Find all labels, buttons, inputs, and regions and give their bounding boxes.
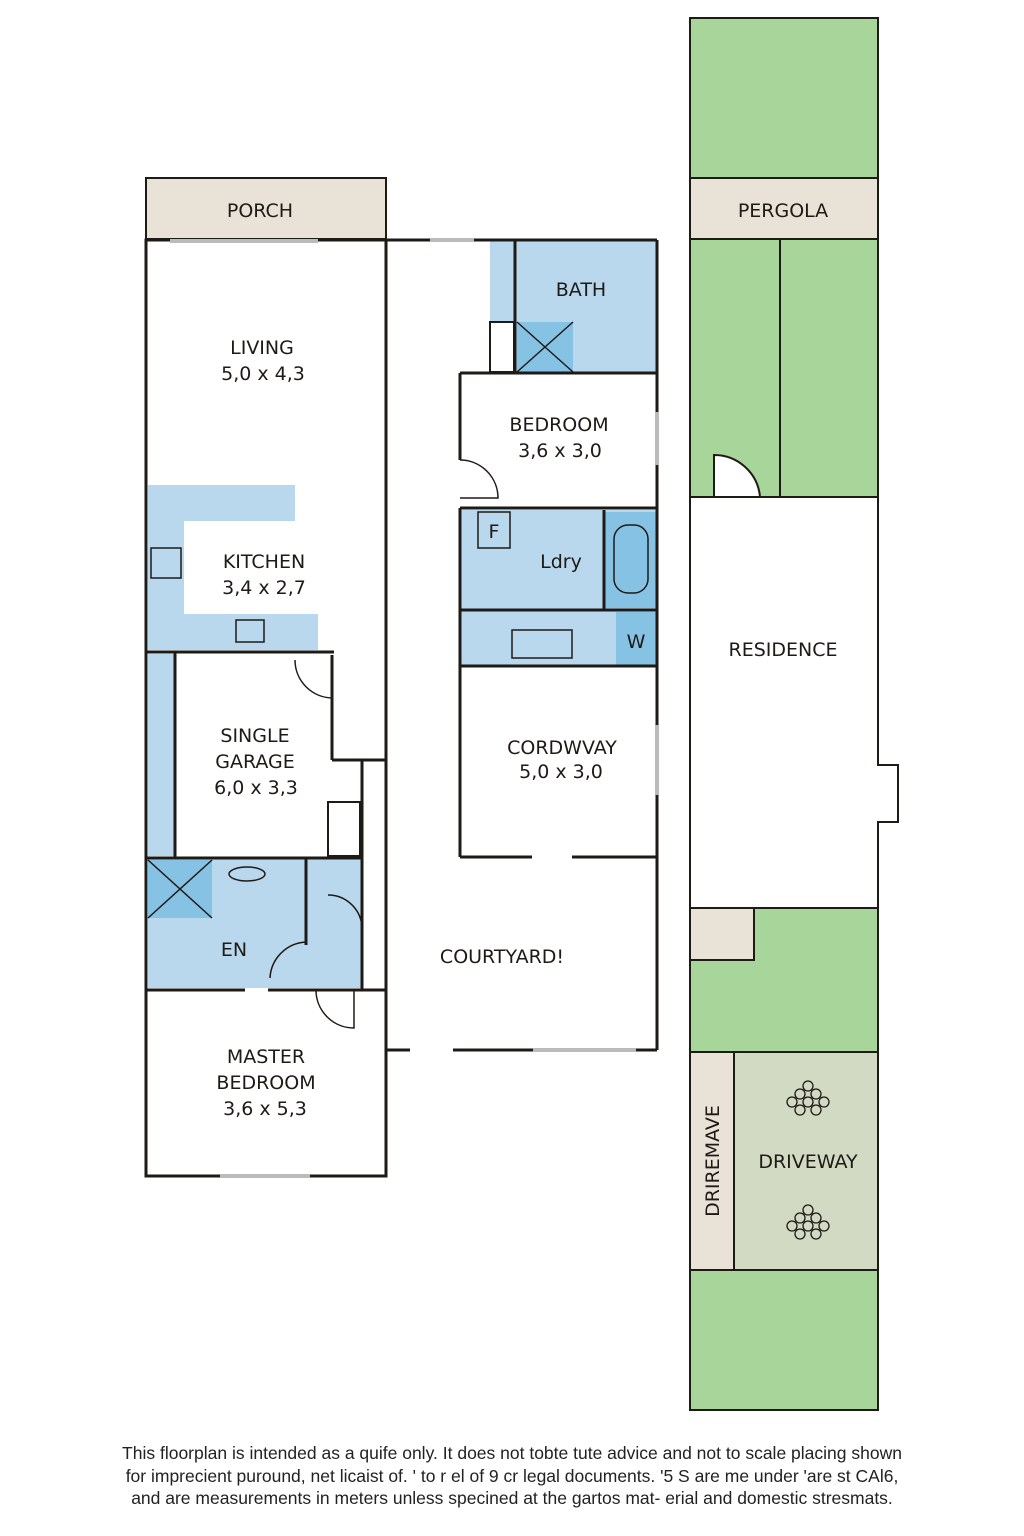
bath-label: BATH [556, 279, 606, 301]
disclaimer-line: and are measurements in meters unless sp… [131, 1488, 893, 1508]
walls [144, 238, 659, 1178]
cooktop [150, 547, 182, 579]
cordway-label: CORDWVAY [507, 737, 617, 759]
master-label-1: MASTER [227, 1046, 305, 1068]
garage-size: 6,0 x 3,3 [214, 777, 298, 799]
driveway-side-label: DRIREMAVE [702, 1105, 724, 1217]
laundry-tub [613, 524, 649, 594]
bedroom-label: BEDROOM [509, 414, 608, 436]
laundry-label: Ldry [540, 551, 582, 573]
kitchen-size: 3,4 x 2,7 [222, 577, 306, 599]
wet-areas [147, 241, 656, 988]
driveway-label: DRIVEWAY [758, 1151, 858, 1173]
porch: PORCH [145, 177, 387, 240]
porch-label: PORCH [227, 200, 293, 222]
fridge-label: F [489, 521, 500, 543]
shrub-icon [786, 1080, 830, 1116]
shrub-icon [786, 1204, 830, 1240]
door-swing [459, 459, 499, 499]
kitchen-label: KITCHEN [223, 551, 305, 573]
bedroom-size: 3,6 x 3,0 [518, 440, 602, 462]
residence-label: RESIDENCE [729, 639, 838, 661]
washer-label: W [627, 631, 646, 653]
courtyard-label: COURTYARD! [440, 946, 564, 968]
ensuite-label: EN [221, 939, 247, 961]
garage-label-2: GARAGE [215, 751, 295, 773]
disclaimer-line: for imprecient puround, net licaist of. … [125, 1465, 899, 1486]
living-size: 5,0 x 4,3 [221, 363, 305, 385]
pergola-label: PERGOLA [738, 200, 828, 222]
site-plan: PERGOLA RESIDENCE DRIVEWAY DRIREMAVE [689, 17, 899, 1411]
cordway-size: 5,0 x 3,0 [519, 761, 603, 783]
disclaimer: This floorplan is intended as a quife on… [30, 1442, 994, 1510]
garage-label-1: SINGLE [220, 725, 289, 747]
master-size: 3,6 x 5,3 [223, 1098, 307, 1120]
living-label: LIVING [230, 337, 294, 359]
disclaimer-line: This floorplan is intended as a quife on… [122, 1443, 902, 1463]
master-label-2: BEDROOM [216, 1072, 315, 1094]
sink [235, 619, 265, 643]
